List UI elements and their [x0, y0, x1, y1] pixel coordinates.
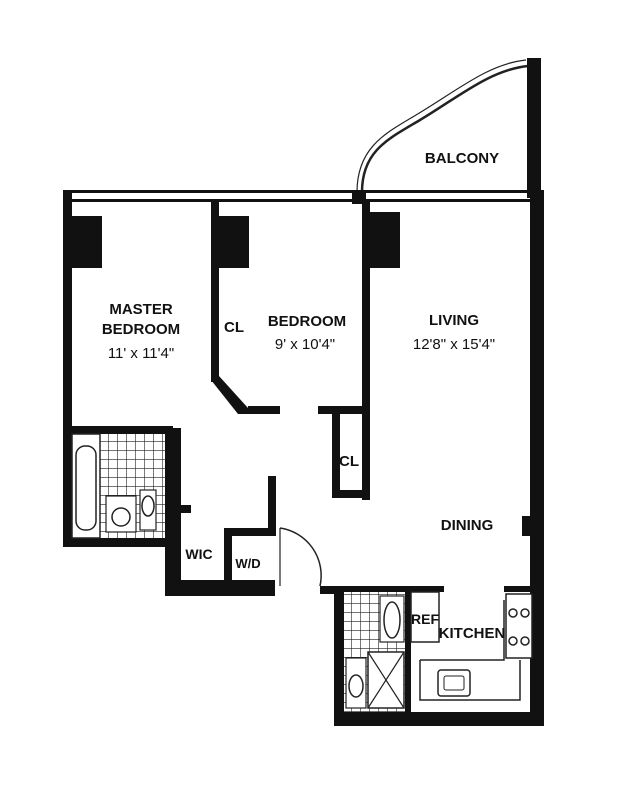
- master-bedroom-label-line2: BEDROOM: [102, 321, 180, 338]
- refrigerator-label: REF: [411, 611, 439, 627]
- hall-closet-label: CL: [339, 453, 359, 470]
- window-wall: [64, 190, 530, 204]
- dining-label: DINING: [441, 517, 494, 534]
- bedroom-label: BEDROOM: [268, 313, 346, 330]
- living-label: LIVING: [429, 312, 479, 329]
- master-bedroom-label-line1: MASTER: [109, 301, 173, 318]
- closet-angle: [211, 376, 248, 414]
- master-bedroom-dimensions: 11' x 11'4": [108, 345, 174, 362]
- wic-label: WIC: [185, 546, 212, 562]
- kitchen-label: KITCHEN: [439, 625, 506, 642]
- bedroom-closet-label: CL: [224, 319, 244, 336]
- walls: [63, 190, 544, 726]
- living-dimensions: 12'8" x 15'4": [413, 336, 495, 353]
- bedroom-dimensions: 9' x 10'4": [275, 336, 335, 353]
- master-bath: [71, 433, 165, 539]
- kitchen-fixtures: [410, 591, 533, 701]
- balcony-label: BALCONY: [425, 150, 499, 167]
- entry-door: [279, 527, 322, 587]
- balcony: [356, 58, 541, 198]
- columns: [72, 212, 400, 268]
- washer-dryer-label: W/D: [235, 556, 260, 571]
- hall-bath: [344, 592, 405, 712]
